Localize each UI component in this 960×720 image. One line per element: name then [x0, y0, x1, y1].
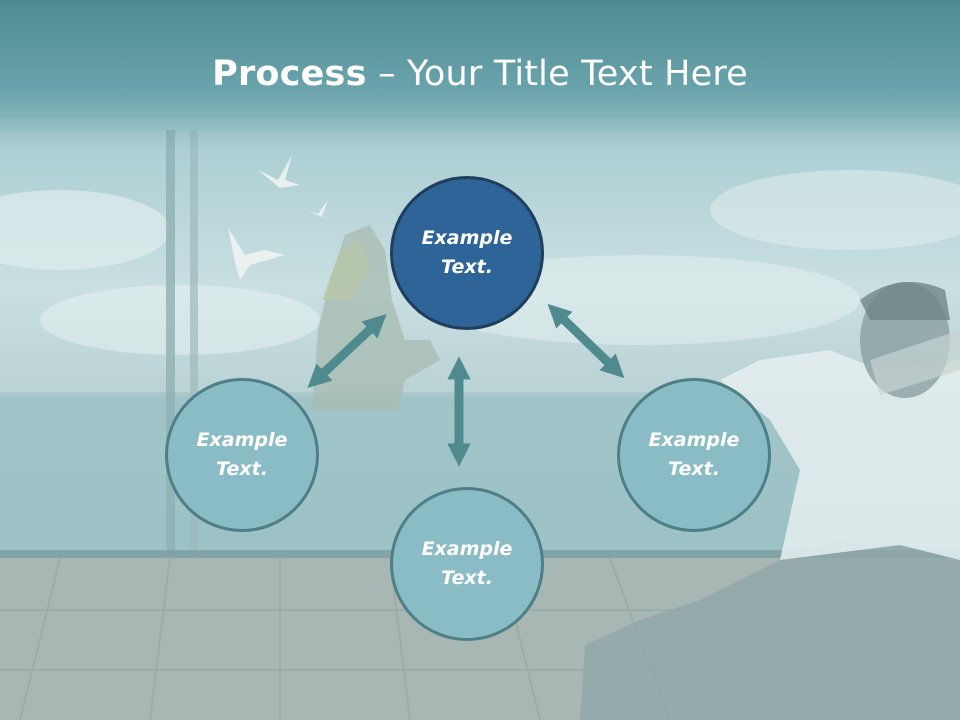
title-rest: – Your Title Text Here	[366, 54, 748, 94]
node-top-label: Example Text.	[421, 227, 513, 278]
node-bottom-label: Example Text.	[421, 538, 513, 589]
node-bottom: Example Text.	[390, 487, 544, 641]
node-top: Example Text.	[390, 176, 544, 330]
arrow-top-right	[547, 303, 625, 379]
arrow-top-left	[307, 314, 387, 388]
node-right-label: Example Text.	[648, 429, 740, 480]
title-bold: Process	[212, 54, 367, 94]
node-left-label: Example Text.	[196, 429, 288, 480]
slide-title: Process – Your Title Text Here	[0, 54, 960, 94]
title-bar	[0, 0, 960, 150]
node-right: Example Text.	[617, 378, 771, 532]
node-left: Example Text.	[165, 378, 319, 532]
